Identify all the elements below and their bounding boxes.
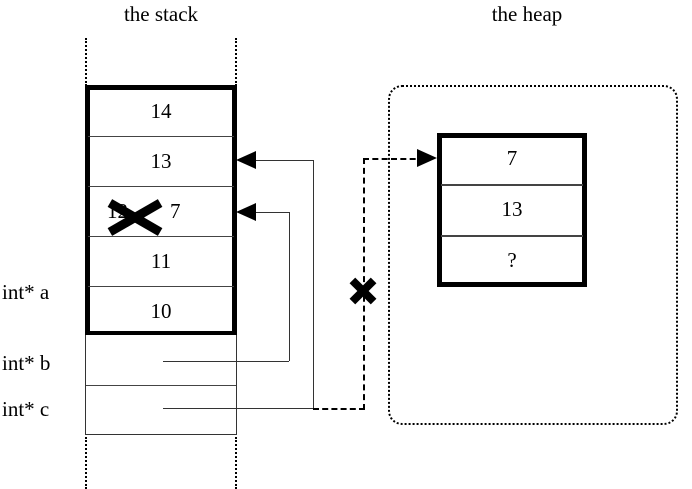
heap-cell-separator [441,235,583,237]
pointer-b-segment-vertical [289,212,290,361]
heap-block-box [437,133,587,287]
heap-cell-value: ? [507,248,517,272]
stack-rail-right-top [235,38,237,86]
pointer-b-segment-into-stack [255,212,290,213]
stack-rail-right-bottom [235,437,237,489]
pointer-c-segment-horizontal [163,408,313,409]
stack-rail-left-bottom [85,437,87,489]
stack-cell-value: 7 [170,198,181,223]
stack-cell-13: 13 [85,136,237,186]
stack-cell-11: 11 [85,236,237,286]
heap-region-boundary [388,85,678,425]
pointer-b-arrowhead [236,203,256,221]
var-label-a: int* a [2,280,50,304]
dangling-pointer-segment-horizontal [313,408,365,410]
stack-cell-old-value: 12 [107,198,128,223]
stack-cell-overwritten: 12 7 [85,186,237,236]
stack-cell-value: 13 [150,148,172,173]
stack-cell-14: 14 [85,86,237,136]
stack-cell-value: 14 [150,98,172,123]
pointer-c-segment-into-stack [255,160,314,161]
stack-cell-value: 11 [150,248,172,273]
heap-cell-0: 7 [437,133,587,184]
stack-cell-separator [88,236,234,237]
stack-cell-separator [88,136,234,137]
heap-cell-value: 13 [501,197,523,221]
stack-title: the stack [123,2,199,26]
stack-frame-box [85,85,237,336]
dangling-pointer-segment-vertical [363,158,365,410]
pointer-b-segment-horizontal [163,361,289,362]
heap-cell-2: ? [437,235,587,286]
stack-lower-separator [86,385,236,386]
heap-cell-value: 7 [506,146,518,170]
var-label-b: int* b [2,351,51,375]
pointer-c-segment-vertical [313,160,314,408]
pointer-c-arrowhead [236,151,256,169]
heap-title: the heap [491,2,563,26]
stack-cell-10: 10 [85,286,237,336]
stack-cell-value: 10 [150,298,172,323]
strikeout-x-icon [106,196,164,236]
var-label-c: int* c [2,397,50,421]
stack-cell-separator [88,186,234,187]
dangling-pointer-segment-into-heap [363,158,425,160]
heap-cell-1: 13 [437,184,587,235]
invalid-pointer-x-icon [348,272,378,305]
stack-rail-left-top [85,38,87,86]
heap-cell-separator [441,184,583,186]
stack-cell-separator [88,286,234,287]
